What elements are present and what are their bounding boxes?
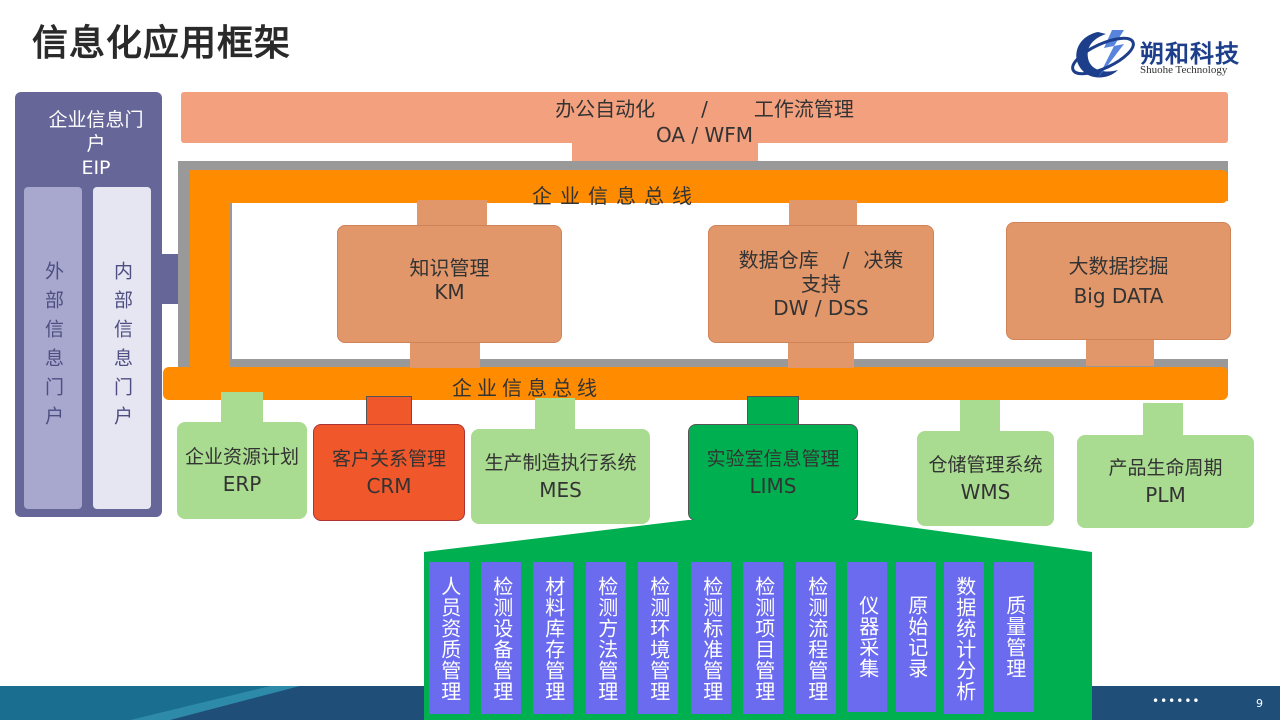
lims-module-process: 检测流程管理 — [796, 562, 836, 714]
logo-name: 朔和科技 — [1140, 40, 1240, 68]
lims-module-standard: 检测标准管理 — [691, 562, 731, 714]
external-portal-label: 外部信息门户 — [42, 261, 64, 435]
lims-module-label: 人员资质管理 — [437, 576, 462, 702]
page-title: 信息化应用框架 — [32, 23, 292, 64]
lims-module-instrument: 仪器采集 — [847, 562, 887, 712]
internal-portal: 内部信息门户 — [93, 187, 151, 509]
module-dw-cn-left: 数据仓库 — [738, 248, 819, 272]
system-lims-cn: 实验室信息管理 — [706, 447, 840, 470]
lims-module-label: 质量管理 — [1002, 595, 1027, 679]
lims-module-statistics: 数据统计分析 — [944, 562, 984, 714]
module-km-en: KM — [434, 280, 465, 304]
crm-connector — [366, 396, 412, 426]
system-mes-cn: 生产制造执行系统 — [484, 451, 637, 474]
lims-module-label: 数据统计分析 — [952, 576, 977, 702]
eip-title-en: EIP — [81, 157, 111, 179]
lims-module-item: 检测项目管理 — [743, 562, 783, 714]
oa-bar — [181, 92, 1228, 143]
system-lims-en: LIMS — [749, 473, 797, 498]
system-crm-cn: 客户关系管理 — [331, 447, 446, 470]
lims-module-inventory: 材料库存管理 — [533, 562, 573, 714]
footer-dots: •••••• — [1152, 694, 1201, 708]
system-plm-cn: 产品生命周期 — [1108, 456, 1223, 479]
lims-module-label: 材料库存管理 — [541, 576, 566, 702]
lims-module-personnel: 人员资质管理 — [429, 562, 469, 714]
oa-label: 办公自动化 / 工作流管理 OA / WFM — [181, 96, 1228, 148]
erp-connector — [221, 392, 263, 422]
module-dw-cn-right: 决策 — [863, 248, 904, 272]
lims-module-label: 原始记录 — [904, 595, 929, 679]
enterprise-bus-top-label: 企业信息总线 — [532, 184, 700, 208]
oa-separator: / — [701, 97, 708, 121]
lims-module-label: 检测流程管理 — [804, 576, 829, 702]
lims-module-method: 检测方法管理 — [586, 562, 626, 714]
module-bigdata-en: Big DATA — [1073, 284, 1164, 308]
system-plm: 产品生命周期 PLM — [1077, 435, 1254, 528]
enterprise-bus-bottom-label: 企业信息总线 — [452, 376, 602, 400]
system-erp-cn: 企业资源计划 — [184, 445, 299, 468]
module-dw-dss: 数据仓库 / 决策 支持 DW / DSS — [708, 225, 934, 343]
system-erp-en: ERP — [222, 471, 262, 496]
lims-module-label: 检测项目管理 — [751, 576, 776, 702]
oa-cn-right: 工作流管理 — [753, 97, 854, 121]
oa-en: OA / WFM — [655, 123, 754, 147]
eip-title: 企业信息门户 EIP — [15, 104, 177, 180]
oa-cn-left: 办公自动化 — [555, 97, 656, 121]
system-crm-en: CRM — [366, 473, 412, 498]
plm-connector — [1143, 403, 1183, 439]
external-portal: 外部信息门户 — [24, 187, 82, 509]
logo-subtitle: Shuohe Technology — [1140, 64, 1228, 76]
page-number: 9 — [1256, 697, 1263, 710]
system-crm: 客户关系管理 CRM — [313, 424, 465, 521]
bigdata-connector-bottom — [1086, 336, 1154, 366]
module-km-cn: 知识管理 — [409, 256, 490, 280]
lims-module-label: 检测方法管理 — [594, 576, 619, 702]
module-big-data: 大数据挖掘 Big DATA — [1006, 222, 1231, 340]
system-plm-en: PLM — [1145, 482, 1186, 507]
system-mes: 生产制造执行系统 MES — [471, 429, 650, 524]
system-wms: 仓储管理系统 WMS — [917, 431, 1054, 526]
lims-module-raw-record: 原始记录 — [896, 562, 936, 712]
system-wms-en: WMS — [960, 479, 1011, 504]
lims-module-label: 检测标准管理 — [699, 576, 724, 702]
lims-module-label: 检测环境管理 — [646, 576, 671, 702]
bus-vertical-link — [190, 170, 230, 398]
lims-module-label: 仪器采集 — [855, 595, 880, 679]
module-dw-cn2: 支持 — [801, 272, 841, 296]
mes-connector — [535, 398, 575, 432]
system-lims: 实验室信息管理 LIMS — [688, 424, 858, 521]
wms-connector — [960, 400, 1000, 434]
module-bigdata-cn: 大数据挖掘 — [1068, 254, 1169, 278]
km-connector-bottom — [410, 340, 480, 368]
module-dw-en: DW / DSS — [773, 296, 869, 320]
module-km: 知识管理 KM — [337, 225, 562, 343]
system-mes-en: MES — [539, 477, 582, 502]
module-dw-separator: / — [842, 248, 850, 272]
lims-module-equipment: 检测设备管理 — [481, 562, 521, 714]
dw-connector-bottom — [788, 340, 854, 368]
system-erp: 企业资源计划 ERP — [177, 422, 307, 519]
lims-module-label: 检测设备管理 — [489, 576, 514, 702]
company-logo: 朔和科技 Shuohe Technology — [1068, 26, 1248, 86]
lims-module-quality: 质量管理 — [994, 562, 1034, 712]
enterprise-bus-bottom — [163, 367, 1228, 400]
enterprise-bus-top — [190, 170, 1228, 203]
system-wms-cn: 仓储管理系统 — [928, 453, 1043, 476]
eip-title-cn: 企业信息门户 — [48, 109, 144, 155]
lims-module-environment: 检测环境管理 — [638, 562, 678, 714]
logo-mark-icon — [1071, 30, 1135, 78]
internal-portal-label: 内部信息门户 — [111, 261, 133, 435]
